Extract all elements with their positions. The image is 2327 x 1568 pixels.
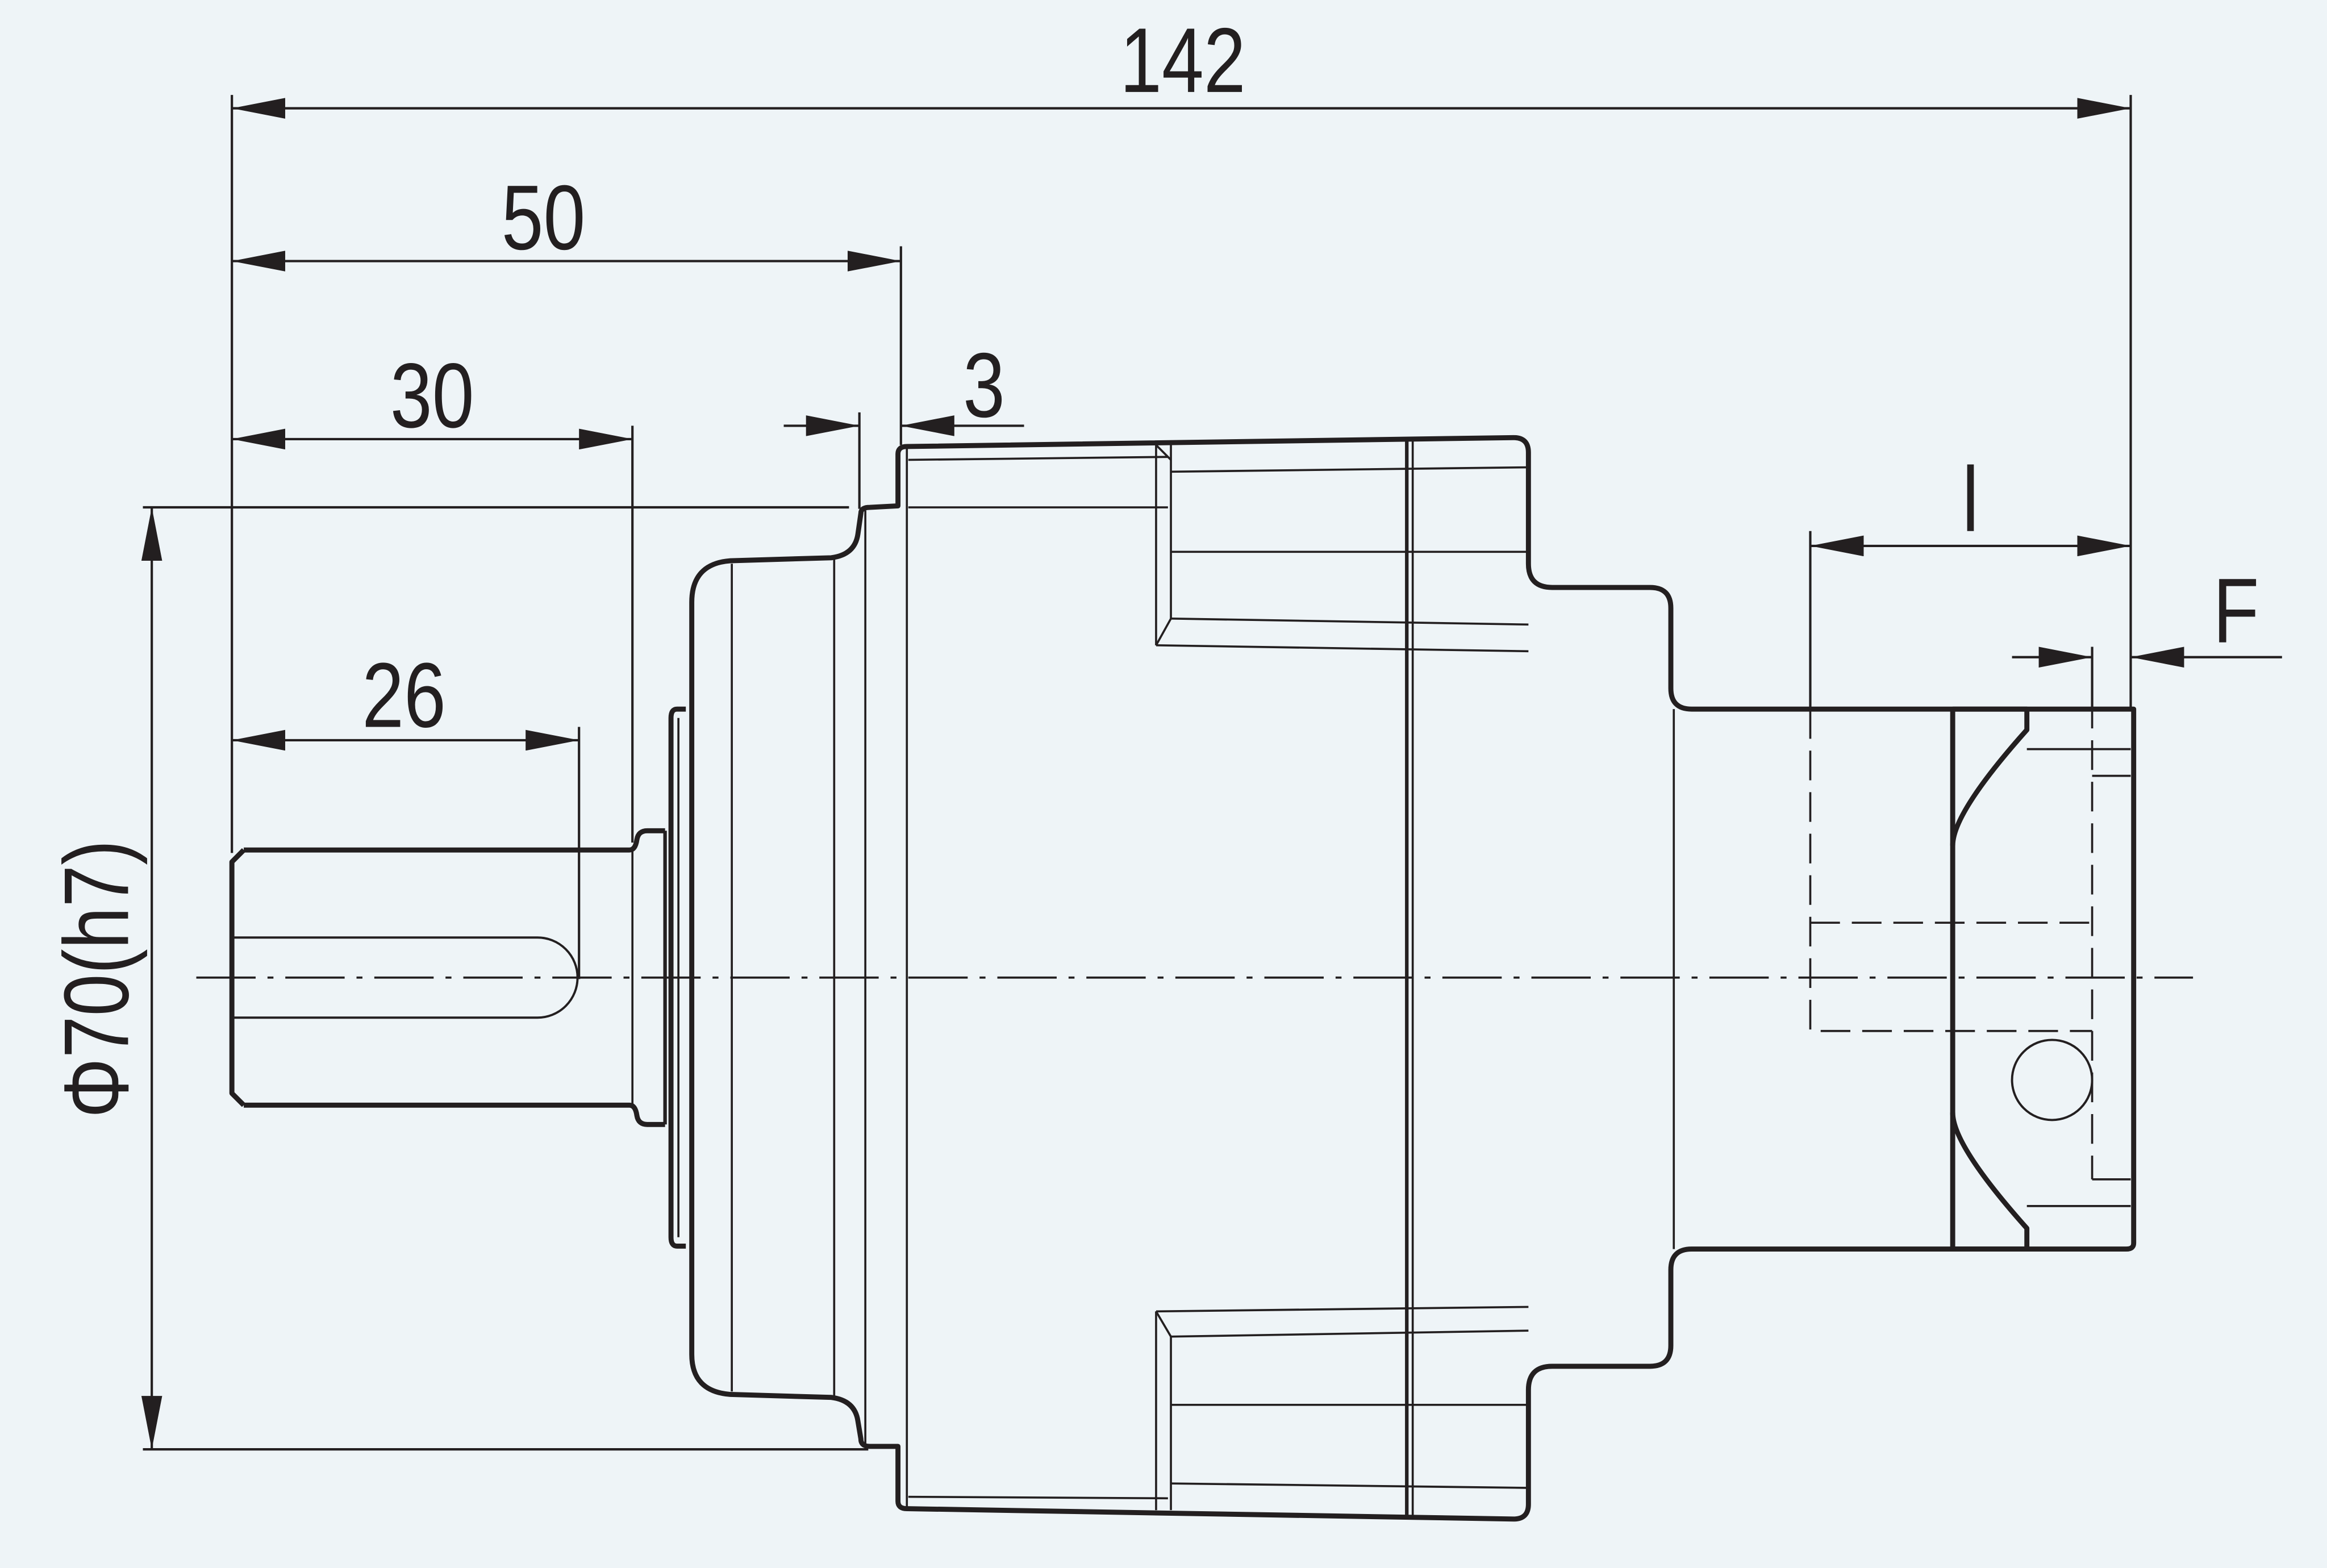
- keyway: [232, 936, 579, 1019]
- label-30: 30: [390, 345, 474, 447]
- part-outline: [229, 435, 2137, 1522]
- bolt-hole: [2011, 1039, 2094, 1121]
- label-142: 142: [1120, 9, 1245, 111]
- dimension-lines: [141, 95, 2282, 1451]
- label-diameter: Φ70(h7): [45, 840, 148, 1119]
- input-shaft: [229, 828, 665, 1127]
- main-body-details: [906, 439, 1675, 1516]
- cap-housing: [689, 435, 2137, 1522]
- label-f: F: [2213, 560, 2259, 662]
- label-26: 26: [362, 644, 446, 747]
- label-l: l: [1962, 448, 1979, 551]
- output-shaft: [1809, 657, 2131, 1252]
- flange-ring: [663, 706, 686, 1249]
- dimension-labels: 142 50 30 26 3 l F Φ70(h7): [45, 9, 2259, 1118]
- label-3: 3: [963, 334, 1005, 436]
- label-50: 50: [502, 166, 586, 269]
